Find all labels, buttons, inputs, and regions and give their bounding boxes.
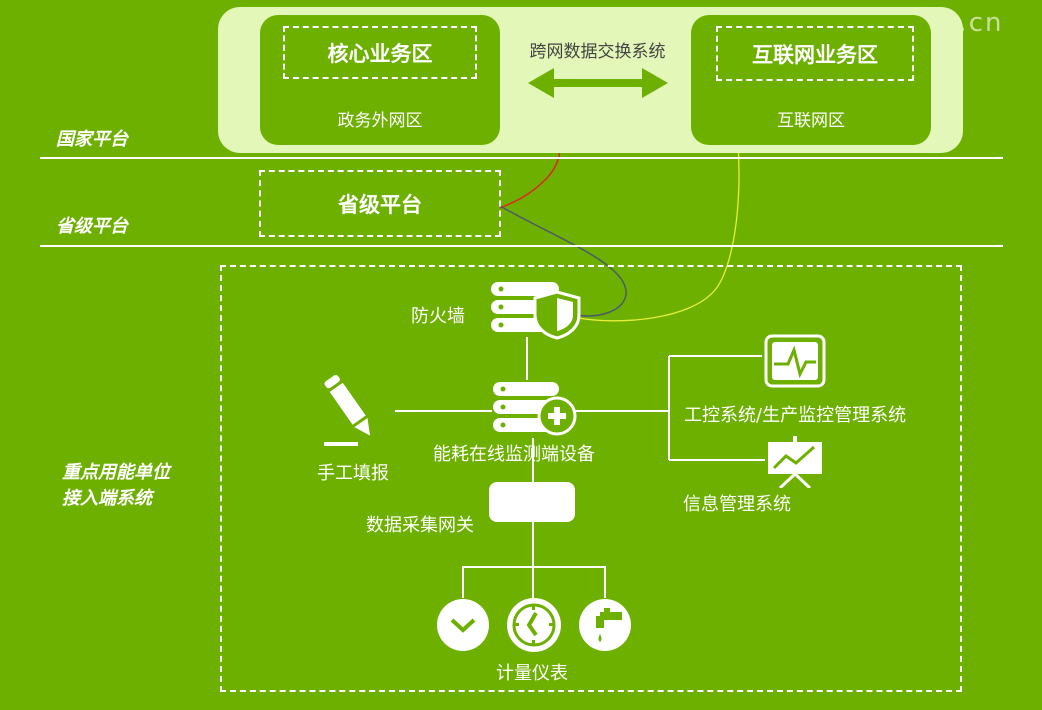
national-tier-label: 国家平台 [56, 129, 128, 150]
internet-zone-label: 互联网区 [777, 111, 845, 131]
endpoint-system-frame [220, 265, 962, 692]
internet-business-title: 互联网业务区 [716, 26, 914, 81]
divider-provincial [40, 245, 1003, 247]
dark-wire [499, 205, 627, 317]
endpoint-tier-label-1: 重点用能单位 [62, 462, 170, 483]
provincial-tier-label: 省级平台 [56, 216, 128, 237]
clock-icon [507, 598, 561, 652]
gateway-label: 数据采集网关 [366, 515, 474, 536]
core-business-zone [260, 15, 500, 145]
control-system-label: 工控系统/生产监控管理系统 [684, 405, 907, 426]
gov-extranet-label: 政务外网区 [337, 111, 423, 131]
provincial-platform-box: 省级平台 [259, 170, 501, 237]
server-plus-icon [493, 382, 577, 436]
double-arrow-icon [528, 68, 668, 98]
exchange-system-label: 跨网数据交换系统 [529, 42, 666, 62]
gauge-icon [437, 599, 489, 651]
data-gateway-box [489, 482, 575, 522]
meters-label: 计量仪表 [496, 663, 568, 684]
server-shield-icon [491, 282, 581, 340]
water-tap-icon [579, 599, 631, 651]
pencil-icon [324, 374, 371, 446]
info-system-label: 信息管理系统 [683, 494, 791, 515]
presentation-chart-icon [768, 436, 822, 488]
endpoint-tier-label-2: 接入端系统 [62, 488, 152, 509]
firewall-label: 防火墙 [411, 306, 465, 327]
monitor-device-label: 能耗在线监测端设备 [433, 444, 595, 465]
core-business-title: 核心业务区 [283, 26, 477, 79]
divider-national [40, 157, 1003, 159]
control-monitor-icon [764, 334, 826, 388]
manual-report-label: 手工填报 [317, 463, 389, 484]
